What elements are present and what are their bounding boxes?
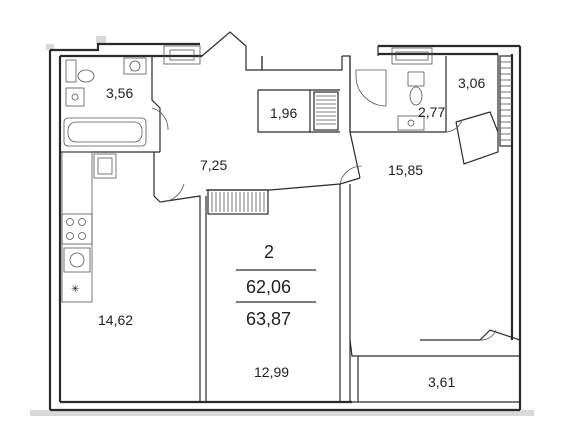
room-area-hallway: 7,25 <box>200 157 227 173</box>
room-area-wardrobe: 3,06 <box>458 75 485 91</box>
room-area-bathroom-2: 2,77 <box>418 104 445 120</box>
room-area-bathroom-1: 3,56 <box>106 85 133 101</box>
living-area: 62,06 <box>246 277 291 297</box>
window-top-center <box>207 189 269 215</box>
rooms-count: 2 <box>264 242 274 262</box>
total-area: 63,87 <box>246 309 291 329</box>
room-area-kitchen: 14,62 <box>98 312 133 328</box>
kitchen-fixtures: ✳ <box>61 151 117 303</box>
room-labels: 3,56 1,96 7,25 14,62 12,99 2,77 3,06 15,… <box>98 75 485 390</box>
room-area-bedroom-center: 12,99 <box>254 364 289 380</box>
room-area-balcony: 3,61 <box>428 374 455 390</box>
door-arcs <box>151 107 497 341</box>
svg-text:✳: ✳ <box>71 284 79 295</box>
bathroom-1-fixtures <box>63 45 201 147</box>
wardrobe-shelves <box>499 55 513 147</box>
room-area-storage: 1,96 <box>270 105 297 121</box>
room-area-bedroom-right: 15,85 <box>388 162 423 178</box>
apartment-summary: 2 62,06 63,87 <box>236 242 316 329</box>
bathroom-2-fixtures <box>355 47 433 131</box>
storage-shelves <box>313 91 339 131</box>
outer-walls <box>48 42 522 412</box>
exterior-edges <box>30 36 534 416</box>
